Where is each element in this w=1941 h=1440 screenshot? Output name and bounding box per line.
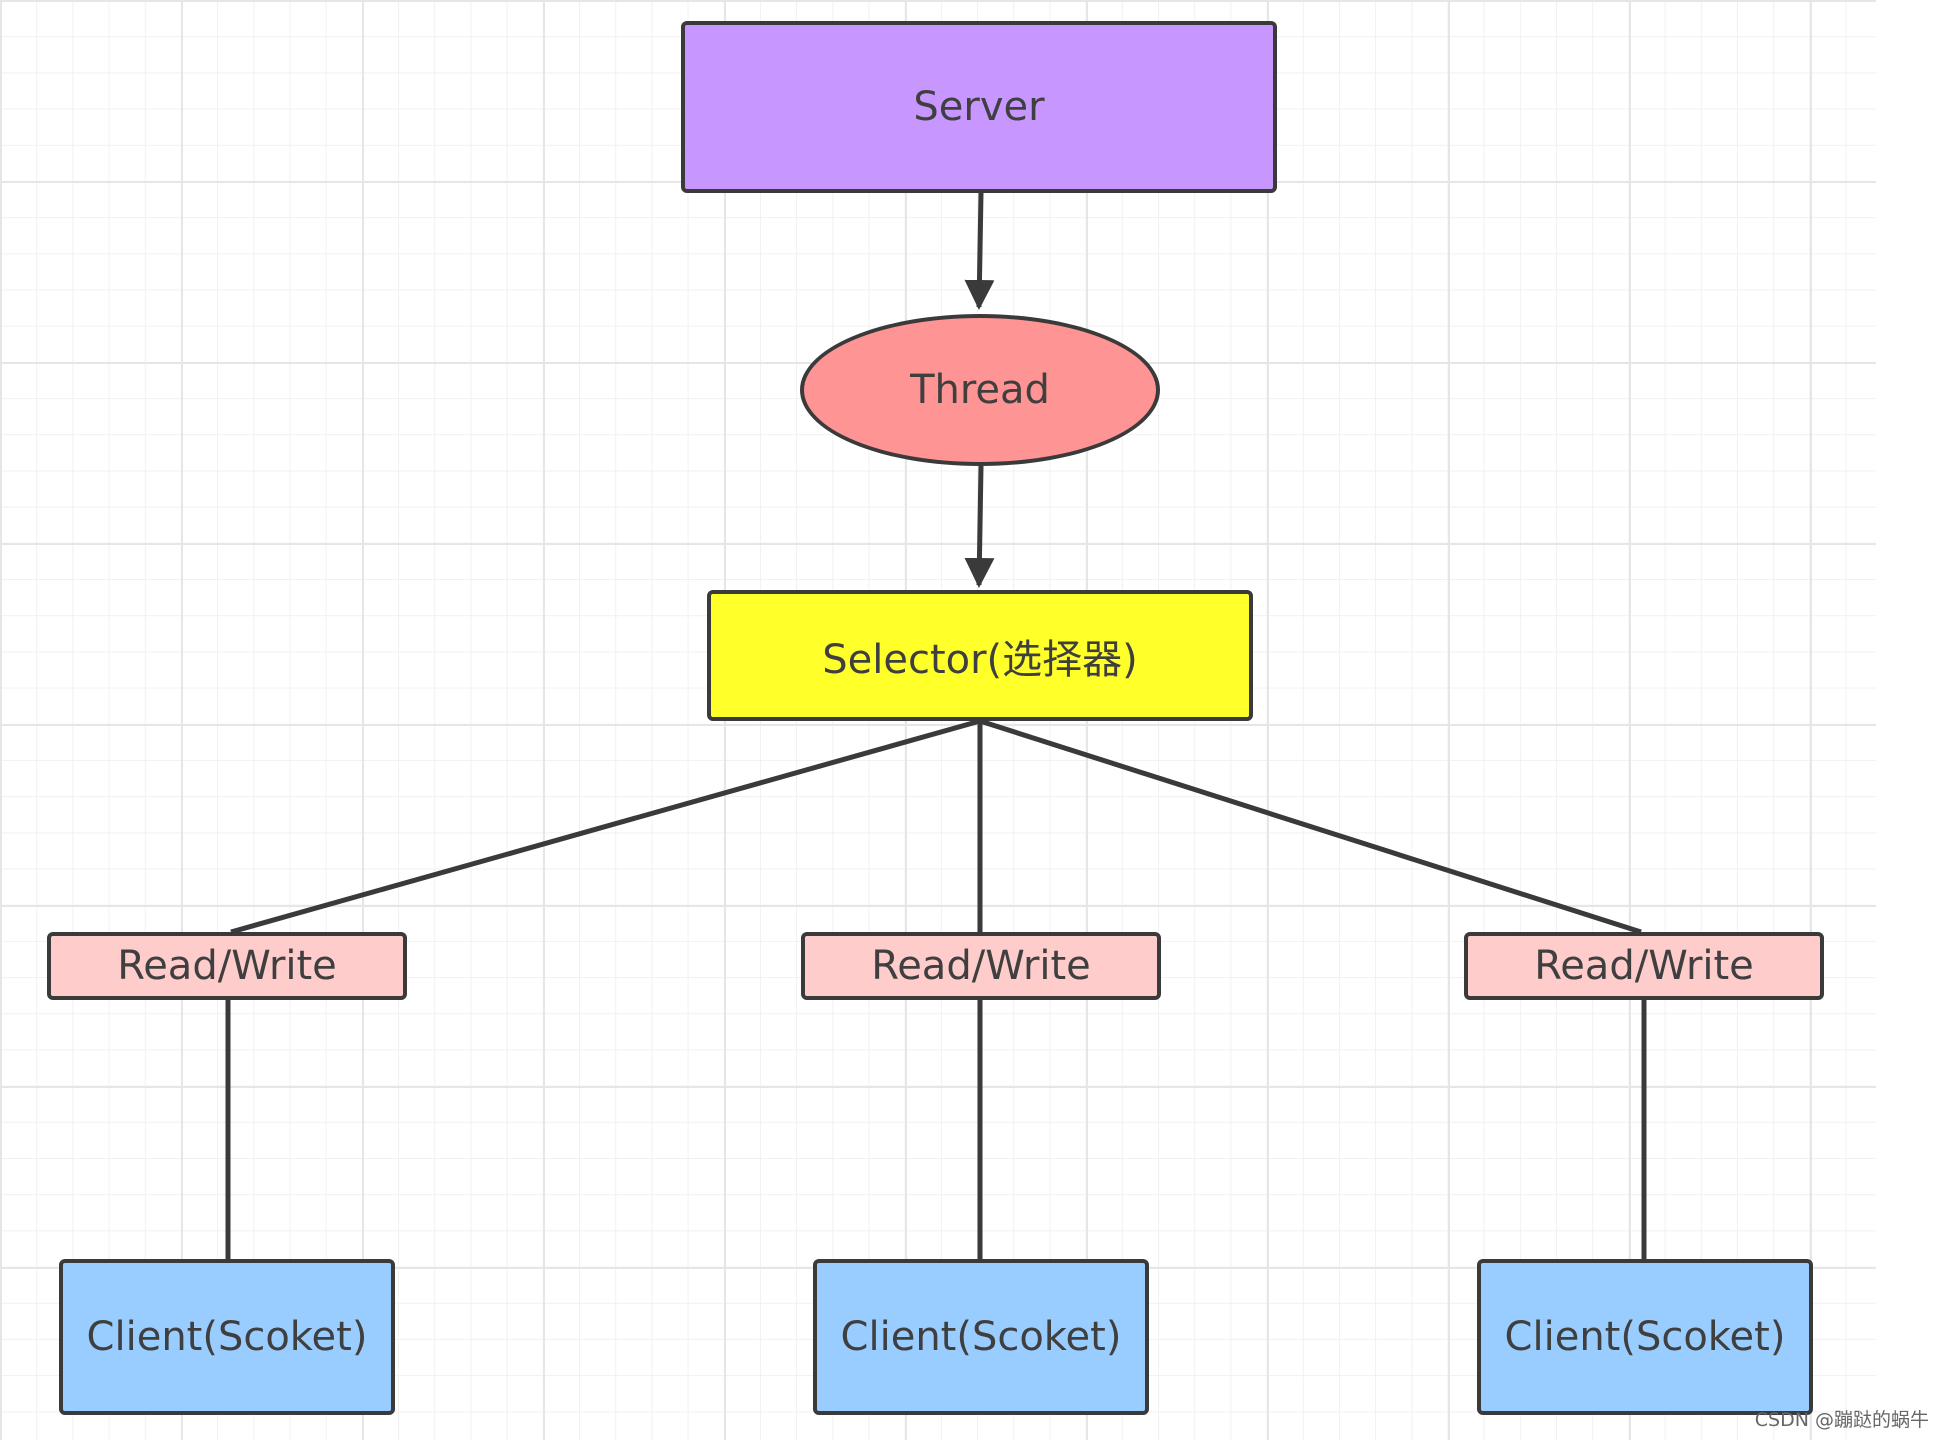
edge-thread-selector [964, 465, 995, 588]
client-node-3: Client(Scoket) [1477, 1259, 1813, 1415]
edge-selector-readwrite-3 [979, 718, 1642, 935]
server-label: Server [913, 84, 1045, 130]
read-write-node-2: Read/Write [801, 932, 1161, 1000]
edge-selector-readwrite-1 [230, 718, 981, 935]
server-node: Server [681, 21, 1277, 193]
client-label-1: Client(Scoket) [86, 1314, 368, 1360]
client-node-2: Client(Scoket) [813, 1259, 1149, 1415]
thread-node: Thread [800, 314, 1160, 466]
selector-label: Selector(选择器) [822, 636, 1138, 683]
watermark: CSDN @蹦跶的蜗牛 [1754, 1409, 1929, 1431]
thread-label: Thread [910, 367, 1050, 413]
read-write-label-1: Read/Write [117, 943, 337, 989]
read-write-label-3: Read/Write [1534, 943, 1754, 989]
client-label-2: Client(Scoket) [840, 1314, 1122, 1360]
edge-server-thread [964, 192, 995, 310]
selector-node: Selector(选择器) [707, 590, 1253, 721]
client-node-1: Client(Scoket) [59, 1259, 395, 1415]
read-write-label-2: Read/Write [871, 943, 1091, 989]
read-write-node-3: Read/Write [1464, 932, 1824, 1000]
canvas-margin [1876, 0, 1941, 1440]
client-label-3: Client(Scoket) [1504, 1314, 1786, 1360]
read-write-node-1: Read/Write [47, 932, 407, 1000]
